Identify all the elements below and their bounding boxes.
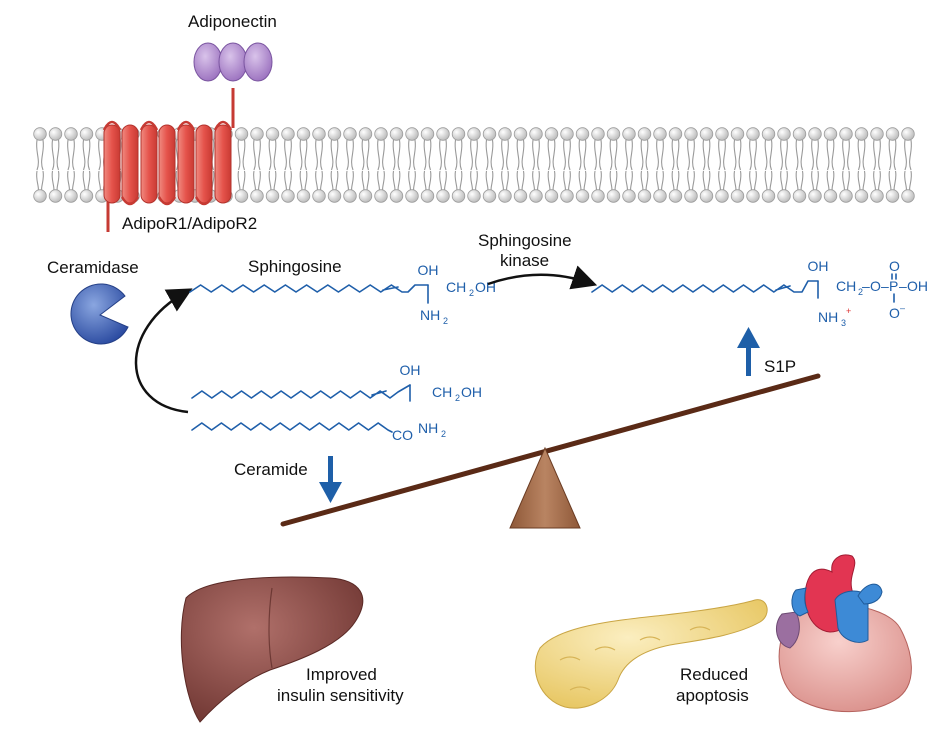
svg-text:CO: CO [392, 427, 413, 443]
sphingosine-kinase-label-line1: Sphingosine [478, 231, 572, 250]
svg-text:OH: OH [400, 362, 421, 378]
ceramide-structure: OH CH 2 OH NH 2 CO [191, 362, 482, 443]
ceramidase-reaction-arrow [134, 288, 193, 414]
liver-caption-line1: Improved [306, 665, 377, 684]
svg-text:O: O [870, 278, 881, 294]
svg-text:OH: OH [418, 262, 439, 278]
svg-text:–: – [881, 278, 889, 294]
adiponectin-trimer-icon [193, 42, 273, 82]
svg-text:CH: CH [432, 384, 452, 400]
ceramidase-pacman-icon [70, 283, 129, 345]
ceramide-label: Ceramide [234, 460, 308, 479]
s1p-structure: OH CH 2 – O – P – OH O O – NH 3 + [591, 258, 928, 328]
svg-text:2: 2 [858, 287, 863, 297]
seesaw-beam [280, 373, 821, 527]
svg-text:–: – [862, 278, 870, 294]
svg-text:2: 2 [441, 429, 446, 439]
svg-text:3: 3 [841, 318, 846, 328]
svg-text:–: – [899, 278, 907, 294]
receptor-label: AdipoR1/AdipoR2 [122, 214, 257, 233]
adipor-receptor [102, 88, 235, 232]
liver-icon [180, 576, 364, 723]
svg-text:NH: NH [818, 309, 838, 325]
svg-text:P: P [889, 278, 898, 294]
svg-text:CH: CH [446, 279, 466, 295]
svg-text:2: 2 [455, 393, 460, 403]
heart-caption-line2: apoptosis [676, 686, 749, 705]
svg-text:CH: CH [836, 278, 856, 294]
svg-text:NH: NH [420, 307, 440, 323]
kinase-reaction-arrow [487, 265, 598, 290]
liver-caption-line2: insulin sensitivity [277, 686, 404, 705]
ceramidase-label: Ceramidase [47, 258, 139, 277]
heart-caption-line1: Reduced [680, 665, 748, 684]
svg-text:O: O [889, 305, 900, 321]
down-arrow-icon [319, 456, 342, 503]
svg-text:2: 2 [469, 288, 474, 298]
sphingosine-kinase-label-line2: kinase [500, 251, 549, 270]
adiponectin-label: Adiponectin [188, 12, 277, 31]
svg-text:–: – [900, 303, 905, 313]
up-arrow-icon [737, 327, 760, 376]
svg-text:+: + [846, 306, 851, 316]
svg-text:NH: NH [418, 420, 438, 436]
svg-text:O: O [889, 258, 900, 274]
heart-icon [775, 554, 912, 713]
s1p-label: S1P [764, 357, 796, 376]
svg-text:OH: OH [907, 278, 928, 294]
sphingosine-label: Sphingosine [248, 257, 342, 276]
svg-text:OH: OH [808, 258, 829, 274]
svg-text:2: 2 [443, 316, 448, 326]
svg-text:OH: OH [461, 384, 482, 400]
sphingosine-structure: OH CH 2 OH NH 2 [189, 262, 496, 326]
seesaw-fulcrum [509, 446, 581, 529]
pancreas-icon [534, 599, 768, 709]
